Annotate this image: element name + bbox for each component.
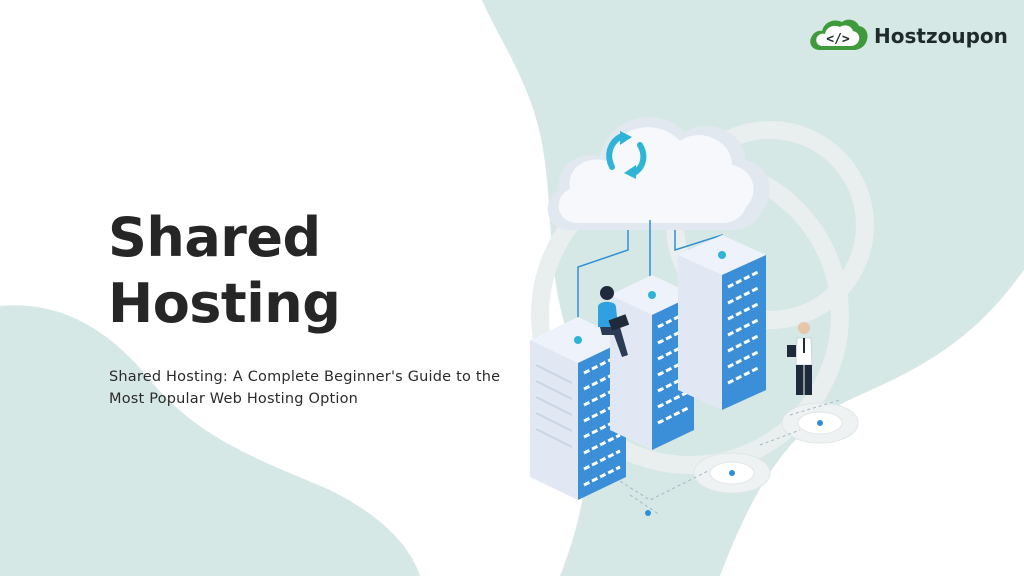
person-with-laptop-icon <box>598 286 630 357</box>
page-title: Shared Hosting <box>108 205 341 337</box>
server-cloud-illustration <box>530 117 874 516</box>
brand-logo[interactable]: </> Hostzoupon <box>806 12 1020 60</box>
title-line-1: Shared <box>108 206 321 269</box>
network-lines <box>609 399 841 516</box>
svg-text:</>: </> <box>826 32 850 47</box>
server-rack-icon <box>678 235 766 410</box>
page-subtitle: Shared Hosting: A Complete Beginner's Gu… <box>109 369 501 407</box>
cloud-code-icon: </> <box>810 19 868 50</box>
person-with-tablet-icon <box>787 322 813 395</box>
title-line-2: Hosting <box>108 272 341 335</box>
cloud-sync-icon <box>547 117 770 230</box>
brand-name: Hostzoupon <box>874 24 1008 48</box>
left-teal-blob <box>0 305 420 576</box>
floor-pads <box>693 402 859 494</box>
